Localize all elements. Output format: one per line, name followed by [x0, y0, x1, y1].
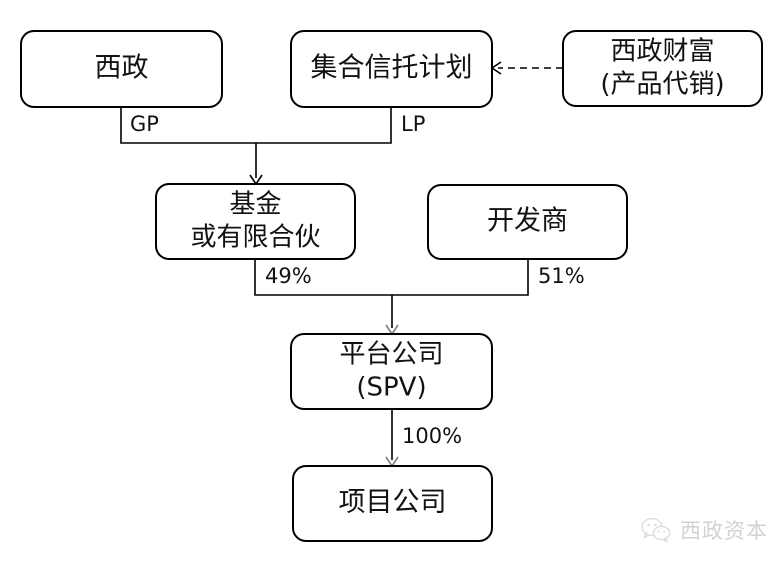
edge-gp-label: GP	[130, 112, 159, 136]
node-xizheng-wealth-label-line-2: (产品代销)	[600, 70, 724, 100]
edge-100-percent: 100%	[385, 409, 462, 468]
node-project-company-shape[interactable]	[292, 465, 493, 542]
node-xizheng[interactable]: 西政	[20, 30, 223, 108]
edge-lp: LP	[256, 107, 425, 144]
node-fund-or-lp-label-line-2: 或有限合伙	[190, 223, 320, 253]
edge-gp: GP	[120, 107, 263, 186]
node-xizheng-shape[interactable]	[20, 30, 223, 108]
node-xizheng-wealth-label-line-1: 西政财富	[610, 37, 714, 67]
node-xizheng-wealth-shape[interactable]	[562, 30, 763, 107]
edge-lp-line	[256, 107, 392, 144]
edge-lp-label: LP	[401, 112, 425, 136]
edge-product-distribution	[490, 61, 563, 75]
node-collective-trust-plan[interactable]: 集合信托计划	[290, 30, 493, 108]
node-xizheng-wealth[interactable]: 西政财富(产品代销)	[562, 30, 763, 107]
node-developer-shape[interactable]	[427, 184, 628, 260]
node-platform-company-spv-label-line-1: 平台公司	[339, 340, 443, 370]
node-developer[interactable]: 开发商	[427, 184, 628, 260]
edge-49-percent: 49%	[254, 259, 399, 336]
node-platform-company-spv-shape[interactable]	[290, 333, 493, 410]
edge-49-percent-line	[254, 259, 393, 328]
edge-51-percent-label: 51%	[538, 264, 585, 288]
node-project-company-label-line-1: 项目公司	[339, 487, 447, 518]
edge-51-percent-line	[392, 259, 529, 296]
node-collective-trust-plan-shape[interactable]	[290, 30, 493, 108]
edge-49-percent-label: 49%	[265, 264, 312, 288]
edge-100-percent-label: 100%	[402, 424, 462, 448]
node-xizheng-label-line-1: 西政	[95, 53, 149, 84]
node-developer-label-line-1: 开发商	[487, 206, 568, 237]
node-collective-trust-plan-label-line-1: 集合信托计划	[311, 53, 473, 84]
node-platform-company-spv-label-line-2: (SPV)	[356, 373, 426, 403]
node-fund-or-lp-shape[interactable]	[155, 183, 356, 260]
node-platform-company-spv[interactable]: 平台公司(SPV)	[290, 333, 493, 410]
edge-gp-line	[120, 107, 257, 178]
edge-51-percent: 51%	[392, 259, 585, 296]
edges-layer: GP LP 49% 51% 100%	[120, 61, 585, 468]
node-project-company[interactable]: 项目公司	[292, 465, 493, 542]
node-fund-or-lp-label-line-1: 基金	[229, 190, 281, 220]
